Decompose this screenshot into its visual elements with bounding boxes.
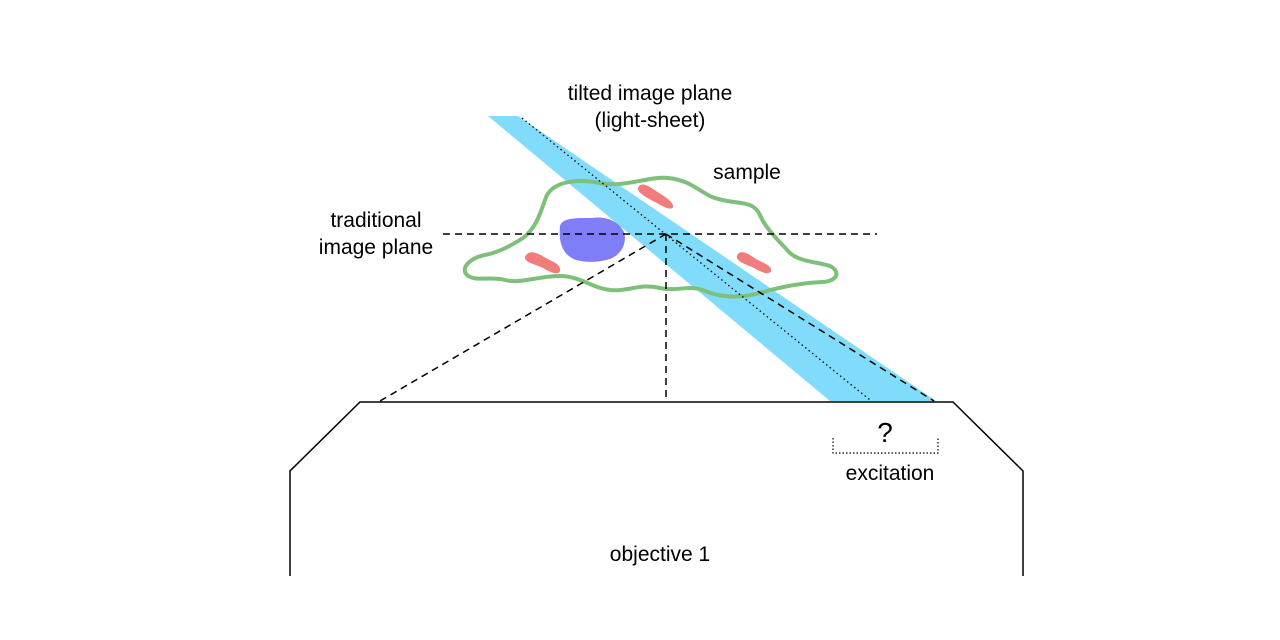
organelle-right bbox=[736, 252, 772, 274]
sample-label: sample bbox=[713, 161, 781, 184]
question-mark: ? bbox=[877, 417, 893, 448]
light-sheet-label: (light-sheet) bbox=[595, 109, 706, 132]
excitation-bracket bbox=[832, 438, 939, 454]
objective-label: objective 1 bbox=[610, 543, 710, 566]
traditional-image-plane-label-2: image plane bbox=[319, 236, 433, 259]
nucleus bbox=[559, 217, 625, 262]
sample-outline bbox=[462, 175, 839, 299]
organelle-top bbox=[638, 184, 674, 209]
traditional-image-plane-label-1: traditional bbox=[330, 209, 421, 232]
tilted-image-plane-label: tilted image plane bbox=[568, 82, 733, 105]
organelle-left bbox=[524, 252, 561, 274]
cone-left-line bbox=[379, 233, 667, 402]
objective-outline bbox=[289, 401, 1024, 576]
light-sheet-band bbox=[488, 116, 936, 401]
cone-right-line bbox=[665, 233, 935, 402]
excitation-label: excitation bbox=[846, 462, 935, 485]
